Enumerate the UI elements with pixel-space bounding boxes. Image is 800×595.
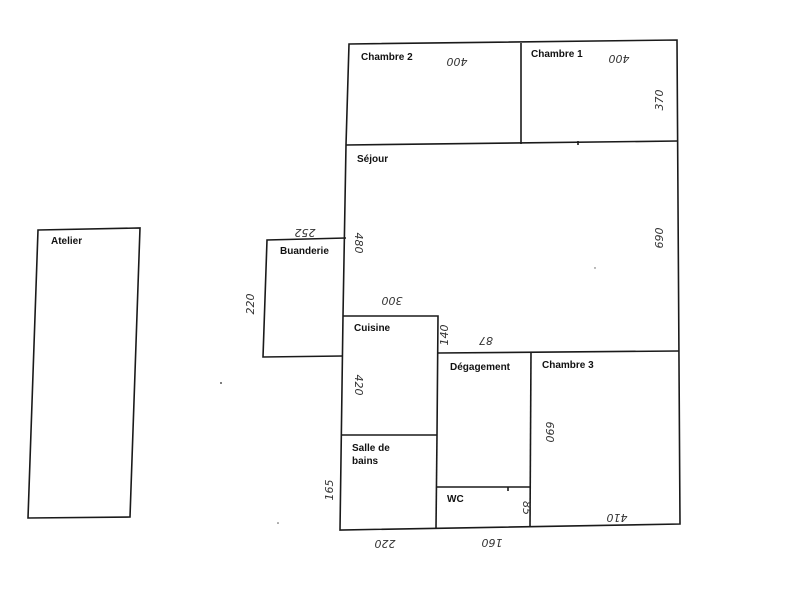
wall-degagement-chambre3 — [529, 351, 532, 528]
dim-wc-side: 85 — [520, 501, 533, 515]
wall-sejour-bottom — [437, 350, 680, 354]
wall-sejour-top — [345, 140, 679, 146]
wc-label: WC — [447, 494, 464, 505]
dim-chambre3-side: 690 — [543, 422, 556, 443]
buanderie-label: Buanderie — [280, 246, 329, 257]
dim-sejour-depth: 690 — [653, 228, 666, 249]
salle-de-bains-label-line1: Salle de — [352, 443, 390, 454]
dim-chambre1-width: 400 — [609, 52, 630, 65]
wall-sdb-wc — [435, 434, 438, 529]
dim-cuisine-side: 420 — [352, 375, 365, 396]
chambre1-label: Chambre 1 — [531, 49, 583, 60]
atelier-room — [27, 227, 141, 519]
dim-buanderie-top: 252 — [295, 226, 316, 239]
dim-cuisine-top: 300 — [382, 294, 403, 307]
dim-salle-de-bains-side: 165 — [323, 480, 336, 501]
scan-speck — [277, 522, 279, 524]
chambre2-label: Chambre 2 — [361, 52, 413, 63]
dim-cuisine-gap: 140 — [438, 325, 451, 346]
salle-de-bains-label-line2: bains — [352, 456, 379, 467]
scan-speck — [594, 267, 596, 269]
dim-sejour-left: 480 — [352, 233, 365, 254]
scan-speck — [220, 382, 222, 384]
atelier-label: Atelier — [51, 236, 82, 247]
sejour-label: Séjour — [357, 154, 388, 165]
dim-chambre1-depth: 370 — [653, 90, 666, 111]
buanderie-room — [262, 237, 347, 358]
cuisine-label: Cuisine — [354, 323, 391, 334]
chambre3-label: Chambre 3 — [542, 360, 594, 371]
dim-buanderie-side: 220 — [244, 294, 257, 315]
dim-chambre3-bottom: 410 — [607, 511, 628, 524]
degagement-label: Dégagement — [450, 362, 511, 373]
dim-bottom-right: 160 — [482, 536, 503, 549]
dim-bottom-left: 220 — [375, 537, 396, 550]
dim-degagement-top: 87 — [479, 334, 493, 347]
cuisine-room — [343, 315, 439, 436]
dim-chambre2-width: 400 — [447, 55, 468, 68]
house-outline — [339, 39, 681, 531]
